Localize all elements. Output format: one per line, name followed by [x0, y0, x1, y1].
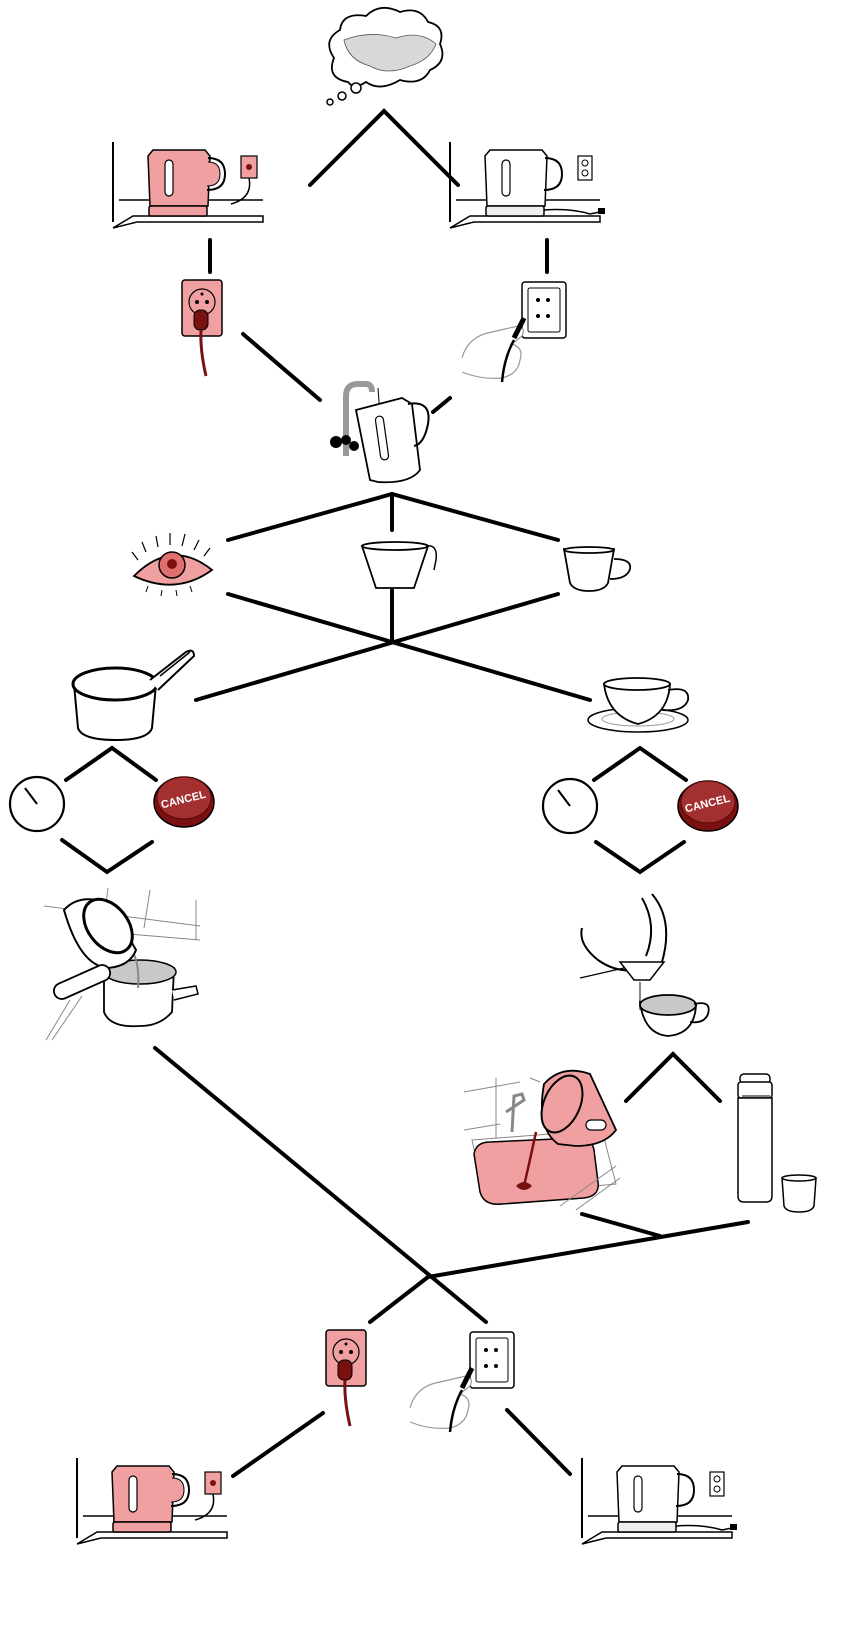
timer-icon: [541, 777, 599, 835]
pour-into-pan-icon: [43, 887, 201, 1041]
power-socket-icon: [324, 1328, 368, 1428]
kettle-unplugged-icon: [449, 141, 606, 229]
pour-into-cup-icon: [579, 893, 710, 1037]
cancel-button-icon: CANCEL: [677, 780, 739, 832]
timer-icon: [8, 775, 66, 833]
cancel-button-icon: CANCEL: [153, 776, 215, 828]
power-socket-icon: [180, 278, 224, 378]
kettle-on-base-icon: [76, 1457, 228, 1545]
cup-icon: [563, 546, 632, 592]
saucepan-icon: [71, 649, 196, 742]
kettle-on-base-icon: [112, 141, 264, 229]
measuring-cup-icon: [360, 541, 438, 589]
thermos-icon: [737, 1073, 773, 1203]
pour-into-sink-icon: [463, 1069, 621, 1211]
connector-lines: [60, 108, 750, 1478]
thought-cloud-icon: [326, 6, 444, 106]
kettle-at-tap-icon: [330, 381, 430, 484]
kettle-unplugged-icon: [581, 1457, 738, 1545]
hand-unplugging-icon: [462, 282, 566, 382]
teacup-on-saucer-icon: [587, 677, 690, 733]
hand-unplugging-icon: [410, 1332, 514, 1432]
small-cup-icon: [781, 1174, 817, 1213]
eye-icon: [131, 533, 214, 597]
